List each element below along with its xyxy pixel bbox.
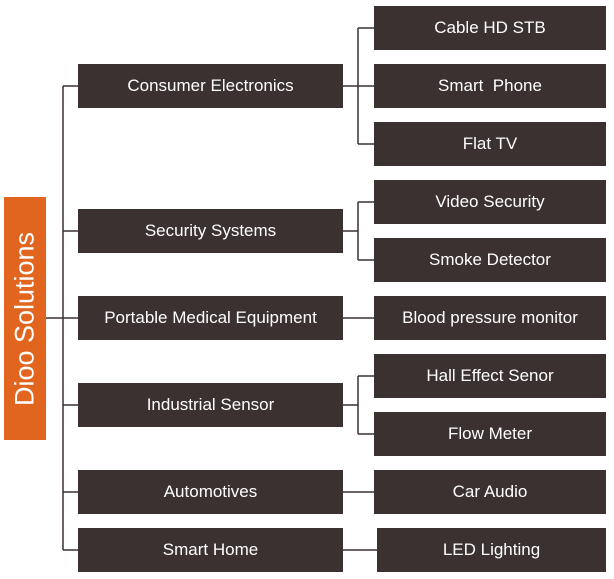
- item-cable-hd-stb: Cable HD STB: [374, 6, 606, 50]
- item-video-security: Video Security: [374, 180, 606, 224]
- category-consumer-electronics: Consumer Electronics: [78, 64, 343, 108]
- root-node: Dioo Solutions: [4, 197, 46, 440]
- category-portable-medical-equipment: Portable Medical Equipment: [78, 296, 343, 340]
- root-label: Dioo Solutions: [9, 231, 40, 406]
- item-smoke-detector: Smoke Detector: [374, 238, 606, 282]
- item-blood-pressure-monitor: Blood pressure monitor: [374, 296, 606, 340]
- item-car-audio: Car Audio: [374, 470, 606, 514]
- item-flow-meter: Flow Meter: [374, 412, 606, 456]
- category-industrial-sensor: Industrial Sensor: [78, 383, 343, 427]
- category-security-systems: Security Systems: [78, 209, 343, 253]
- item-led-lighting: LED Lighting: [377, 528, 606, 572]
- item-smart-phone: Smart Phone: [374, 64, 606, 108]
- category-automotives: Automotives: [78, 470, 343, 514]
- category-smart-home: Smart Home: [78, 528, 343, 572]
- item-hall-effect-senor: Hall Effect Senor: [374, 354, 606, 398]
- item-flat-tv: Flat TV: [374, 122, 606, 166]
